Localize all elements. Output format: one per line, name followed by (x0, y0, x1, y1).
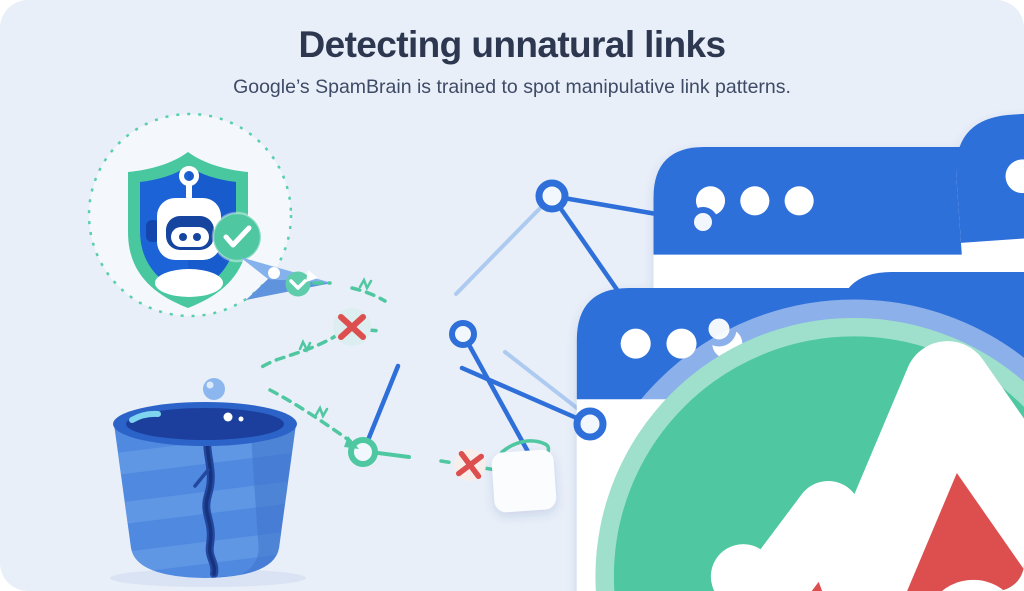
robot-icon (146, 166, 232, 297)
link-node (688, 207, 718, 237)
link-node-teal (348, 437, 378, 467)
link-node (449, 320, 477, 348)
bucket-shadow (110, 569, 306, 587)
evaluation-paths (258, 277, 551, 478)
paper-plane-icon (240, 257, 332, 300)
page-title: Detecting unnatural links (298, 24, 726, 65)
page-subtitle: Google’s SpamBrain is trained to spot ma… (233, 76, 791, 98)
cracked-bucket-icon (113, 402, 297, 578)
arrowhead (344, 436, 359, 449)
spambrain-shield-scene (87, 112, 332, 318)
link-node (573, 407, 607, 441)
water-drop-icon (203, 378, 225, 400)
rejected-x-icon (333, 308, 371, 346)
shield-check-badge (211, 211, 263, 263)
link-node (535, 179, 569, 213)
discarded-links-bucket-scene (110, 348, 1024, 591)
spam-warning-card (491, 449, 1024, 591)
rejected-x-icon (454, 449, 486, 481)
